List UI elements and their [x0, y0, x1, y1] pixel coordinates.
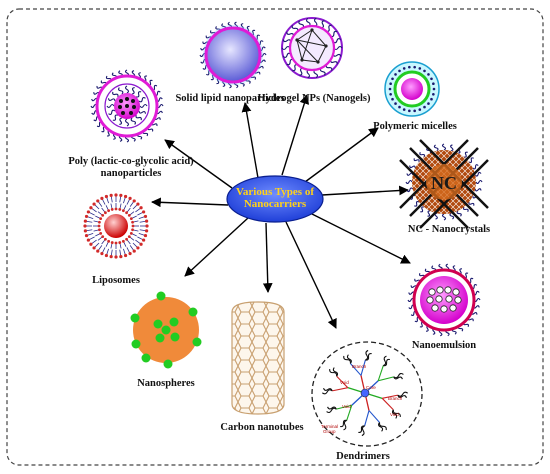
- label-solid-lipid-nanoparticles: Solid lipid nanoparticles: [175, 93, 284, 104]
- center-title-line1: Various Types of: [236, 186, 314, 198]
- dendrimer-terminal-label-2: Group: [323, 429, 336, 434]
- hydrogel-nanogel-illustration: [281, 17, 343, 79]
- nanocrystal-illustration: NC: [399, 139, 489, 229]
- label-nanospheres: Nanospheres: [137, 378, 195, 389]
- nanocrystal-mark: NC: [431, 173, 457, 193]
- dendrimer-branch-label-2: Branch: [388, 396, 403, 401]
- center-node: Various Types of Nanocarriers: [226, 175, 324, 223]
- label-polymeric-micelles: Polymeric micelles: [373, 121, 457, 132]
- liposome-illustration: [83, 193, 149, 259]
- dendrimer-terminal-label-1: Terminal: [321, 424, 338, 429]
- nanoemulsion-illustration: [407, 263, 481, 337]
- label-carbon-nanotubes: Carbon nanotubes: [220, 422, 303, 433]
- label-plga-line2: nanoparticles: [101, 168, 162, 179]
- carbon-nanotube-illustration: [231, 301, 285, 415]
- plga-nanoparticle-illustration: [90, 69, 164, 143]
- label-liposomes: Liposomes: [92, 275, 140, 286]
- arrows: [151, 94, 411, 329]
- label-plga-line1: Poly (lactic-co-glycolic acid): [68, 156, 194, 167]
- dendrimer-illustration: Branch Branch Core Void Void Void Termin…: [311, 341, 423, 447]
- label-nanocrystals: NC - Nanocrystals: [408, 224, 490, 235]
- outer-dashed-border: [6, 8, 544, 466]
- center-title-line2: Nanocarriers: [244, 198, 307, 210]
- dendrimer-branch-label-1: Branch: [352, 364, 367, 369]
- dendrimer-void-label-1: Void: [340, 380, 349, 385]
- label-hydrogel-nps: Hydrogel NPs (Nanogels): [258, 93, 371, 104]
- dendrimer-void-label-3: Void: [342, 404, 351, 409]
- dendrimer-core-label: Core: [366, 385, 376, 390]
- dendrimer-void-label-2: Void: [390, 412, 399, 417]
- nanosphere-illustration: [130, 291, 202, 369]
- polymeric-micelle-illustration: [384, 61, 440, 117]
- label-nanoemulsion: Nanoemulsion: [412, 340, 476, 351]
- solid-lipid-nanoparticle-illustration: [199, 21, 267, 89]
- label-dendrimers: Dendrimers: [336, 451, 390, 462]
